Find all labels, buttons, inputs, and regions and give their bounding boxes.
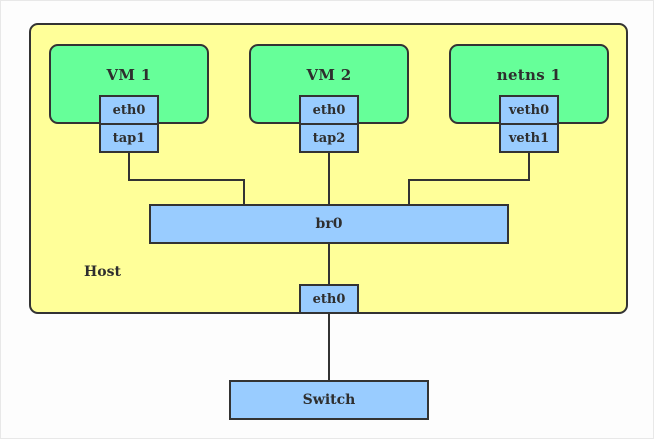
connector-tap1-drop	[243, 179, 245, 204]
vm2-tap2-label: tap2	[312, 130, 346, 146]
netns1-veth1-label: veth1	[508, 130, 550, 146]
vm1-tap1-interface: tap1	[99, 123, 159, 153]
netns1-veth0-interface: veth0	[499, 95, 559, 125]
connector-veth1-drop	[408, 179, 410, 204]
vm1-eth0-interface: eth0	[99, 95, 159, 125]
netns1-veth1-interface: veth1	[499, 123, 559, 153]
connector-eth0-switch	[328, 314, 330, 380]
connector-tap1-horizontal	[128, 179, 245, 181]
bridge-label: br0	[315, 216, 343, 232]
vm2-eth0-interface: eth0	[299, 95, 359, 125]
connector-veth1-horizontal	[408, 179, 530, 181]
vm2-tap2-interface: tap2	[299, 123, 359, 153]
connector-veth1-vertical	[528, 153, 530, 181]
vm2-eth0-label: eth0	[312, 102, 346, 118]
vm1-tap1-label: tap1	[112, 130, 146, 146]
host-eth0-interface: eth0	[299, 284, 359, 314]
connector-tap1-vertical	[128, 153, 130, 181]
connector-br0-eth0	[328, 244, 330, 284]
netns1-veth0-label: veth0	[508, 102, 550, 118]
host-label: Host	[84, 264, 121, 280]
vm1-title: VM 1	[106, 66, 152, 84]
connector-tap2-vertical	[328, 153, 330, 204]
switch-label: Switch	[302, 392, 356, 408]
bridge-box: br0	[149, 204, 509, 244]
switch-box: Switch	[229, 380, 429, 420]
netns1-title: netns 1	[496, 66, 562, 84]
host-eth0-label: eth0	[312, 291, 346, 307]
vm1-eth0-label: eth0	[112, 102, 146, 118]
vm2-title: VM 2	[306, 66, 352, 84]
